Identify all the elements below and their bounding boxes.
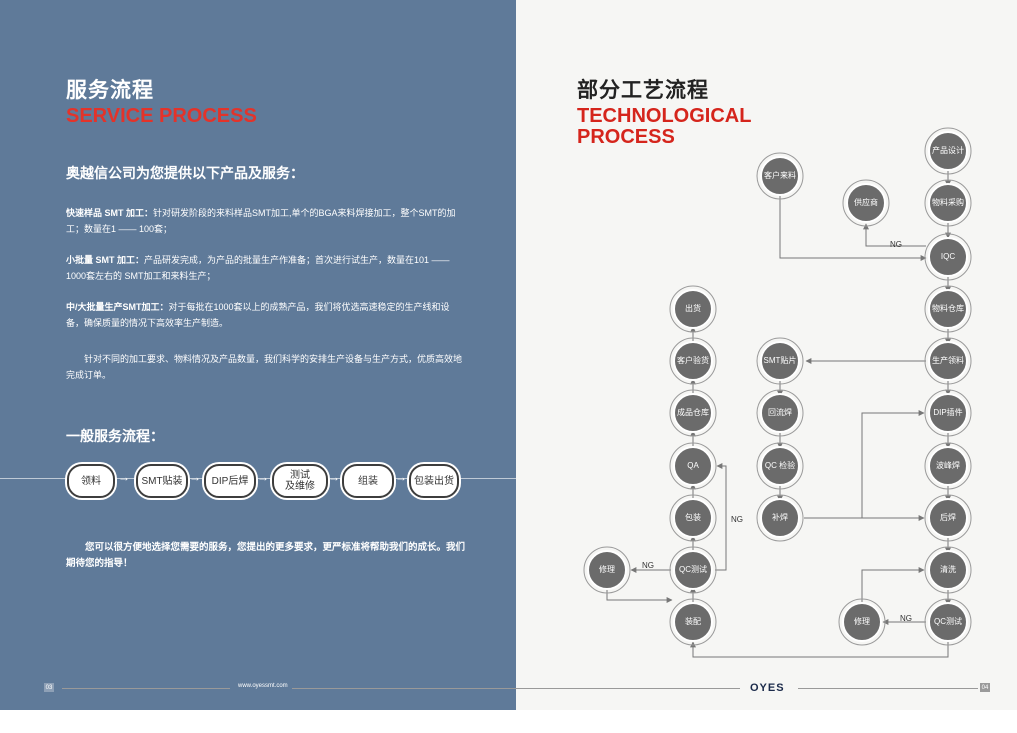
edge: [861, 410, 925, 518]
node-post-soldering: 后焊: [924, 494, 972, 542]
node-label: QA: [687, 461, 699, 470]
node-label: 物料采购: [932, 197, 964, 207]
edge: [779, 193, 927, 261]
node-repair-right: 修理: [838, 598, 886, 646]
node-label: 生产领料: [932, 355, 964, 365]
ng-label: NG: [731, 515, 743, 524]
node-production-picking: 生产领料: [924, 337, 972, 385]
service-lead: 奥越信公司为您提供以下产品及服务：: [66, 165, 304, 181]
node-label: 包装: [685, 512, 701, 522]
node-label: QC测试: [679, 564, 707, 574]
node-label: 修理: [854, 616, 870, 626]
node-qc-test-left: QC测试: [669, 546, 717, 594]
node-label: IQC: [941, 252, 955, 261]
process-flow-diagram: NG NG NG NG 产品设计 客户来料 供应商 物料采购 IQC 物料仓库 …: [583, 127, 972, 658]
service-panel: [0, 0, 516, 710]
process-title-cn: 部分工艺流程: [577, 79, 709, 102]
service-closing: 您可以很方便地选择您需要的服务，您提出的更多要求，更严标准将帮助我们的成长。我们…: [66, 542, 466, 569]
arrow-right-icon: →: [328, 470, 340, 484]
general-process-heading: 一般服务流程：: [66, 428, 164, 444]
ng-label: NG: [900, 614, 912, 623]
step-pill: 组装: [342, 464, 394, 498]
step-pill: SMT贴装: [136, 464, 188, 498]
arrow-right-icon: →: [257, 470, 269, 484]
node-label: 出货: [685, 303, 701, 313]
service-item-text: 针对研发阶段的来料样品SMT加工,单个的BGA来料焊接加工，整个SMT的加工；数…: [66, 208, 456, 234]
service-title-en: SERVICE PROCESS: [66, 105, 257, 127]
node-supplier: 供应商: [842, 179, 890, 227]
service-item-text: 对于每批在1000套以上的成熟产品，我们将优选高速稳定的生产线和设备，确保质量的…: [66, 302, 450, 328]
node-qc-test-right: QC测试: [924, 598, 972, 646]
page-number-right: 04: [980, 683, 990, 692]
edge: [715, 463, 727, 571]
footer-rule: [62, 688, 230, 689]
service-item-label: 小批量 SMT 加工：: [66, 255, 144, 265]
node-label: 波峰焊: [936, 460, 960, 470]
node-label: 物料仓库: [932, 303, 964, 313]
ng-label: NG: [642, 561, 654, 570]
node-dip-insertion: DIP插件: [924, 389, 972, 437]
service-item-text: 产品研发完成，为产品的批量生产作准备；首次进行试生产，数量在101 —— 100…: [66, 255, 450, 281]
service-item-label: 快速样品 SMT 加工：: [66, 208, 153, 218]
service-title-cn: 服务流程: [66, 79, 154, 102]
edge: [606, 588, 673, 603]
node-label: 后焊: [940, 512, 956, 522]
node-reflow-soldering: 回流焊: [756, 389, 804, 437]
node-finished-warehouse: 成品仓库: [669, 389, 717, 437]
node-iqc: IQC: [924, 233, 972, 281]
node-touch-up: 补焊: [756, 494, 804, 542]
node-label: 供应商: [854, 197, 878, 207]
service-item-quick: 快速样品 SMT 加工：针对研发阶段的来料样品SMT加工,单个的BGA来料焊接加…: [66, 205, 466, 237]
node-label: 客户来料: [764, 170, 796, 180]
node-label: 回流焊: [768, 407, 792, 417]
step-pill: 领料: [67, 464, 115, 498]
service-intro: 针对不同的加工要求、物料情况及产品数量，我们科学的安排生产设备与生产方式，优质高…: [66, 354, 463, 380]
arrow-right-icon: →: [395, 470, 407, 484]
process-line: [0, 478, 516, 479]
node-assembly: 装配: [669, 598, 717, 646]
node-label: 修理: [599, 564, 615, 574]
node-product-design: 产品设计: [924, 127, 972, 175]
node-qa: QA: [669, 442, 717, 490]
node-customer-material: 客户来料: [756, 152, 804, 200]
node-label: SMT贴片: [764, 355, 797, 365]
footer-url: www.oyessmt.com: [238, 683, 288, 689]
edge: [690, 640, 949, 658]
service-item-small: 小批量 SMT 加工：产品研发完成，为产品的批量生产作准备；首次进行试生产，数量…: [66, 252, 466, 284]
step-pill: 包装出货: [409, 464, 459, 498]
node-repair-left: 修理: [583, 546, 631, 594]
step-pill: DIP后焊: [204, 464, 256, 498]
process-title-en: TECHNOLOGICAL PROCESS: [577, 105, 752, 148]
page-number-left: 03: [44, 683, 54, 692]
node-cleaning: 清洗: [924, 546, 972, 594]
node-label: 成品仓库: [677, 407, 709, 417]
service-item-label: 中/大批量生产SMT加工：: [66, 302, 169, 312]
node-qc-inspection: QC 检验: [756, 442, 804, 490]
node-label: QC测试: [934, 616, 962, 626]
node-label: 补焊: [772, 512, 788, 522]
node-label: 客户验货: [677, 355, 709, 365]
node-label: DIP插件: [933, 407, 962, 417]
node-customer-inspection: 客户验货: [669, 337, 717, 385]
node-purchasing: 物料采购: [924, 179, 972, 227]
footer-rule: [798, 688, 978, 689]
node-shipping: 出货: [669, 285, 717, 333]
node-wave-soldering: 波峰焊: [924, 442, 972, 490]
node-label: 产品设计: [932, 145, 964, 155]
ng-label: NG: [890, 240, 902, 249]
arrow-right-icon: →: [118, 470, 130, 484]
oyes-logo: OYES: [750, 682, 785, 694]
node-label: 装配: [685, 616, 701, 626]
service-item-large: 中/大批量生产SMT加工：对于每批在1000套以上的成熟产品，我们将优选高速稳定…: [66, 299, 466, 331]
node-label: 清洗: [940, 564, 956, 574]
node-label: QC 检验: [765, 460, 795, 470]
node-smt-placement: SMT贴片: [756, 337, 804, 385]
edge: [861, 567, 925, 605]
arrow-right-icon: →: [189, 470, 201, 484]
node-packaging: 包装: [669, 494, 717, 542]
step-pill: 测试 及维修: [272, 464, 328, 498]
edge: [863, 223, 926, 247]
footer-rule: [292, 688, 740, 689]
node-material-warehouse: 物料仓库: [924, 285, 972, 333]
